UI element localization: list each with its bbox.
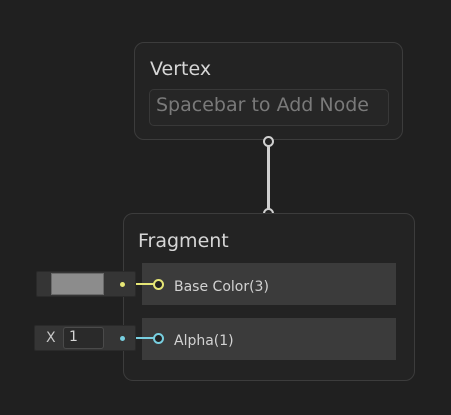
base-color-port-label: Base Color(3) xyxy=(174,279,269,295)
color-swatch[interactable] xyxy=(51,273,104,295)
alpha-axis-label: X xyxy=(46,330,56,346)
fragment-node-title: Fragment xyxy=(138,230,229,252)
alpha-wire xyxy=(136,337,154,339)
alpha-port-label: Alpha(1) xyxy=(174,333,234,349)
base-color-output-dot xyxy=(120,282,125,287)
vertex-node[interactable]: Vertex Spacebar to Add Node xyxy=(134,42,403,140)
vertex-node-title: Vertex xyxy=(150,58,212,80)
alpha-value-field[interactable]: 1 xyxy=(63,327,104,349)
stage-connection-wire xyxy=(267,146,270,210)
add-node-placeholder[interactable]: Spacebar to Add Node xyxy=(149,89,389,126)
alpha-port-icon[interactable] xyxy=(153,333,164,344)
base-color-port-row[interactable] xyxy=(142,263,396,305)
alpha-output-dot xyxy=(120,336,125,341)
base-color-wire xyxy=(136,283,154,285)
base-color-port-icon[interactable] xyxy=(153,279,164,290)
alpha-port-row[interactable] xyxy=(142,318,396,360)
